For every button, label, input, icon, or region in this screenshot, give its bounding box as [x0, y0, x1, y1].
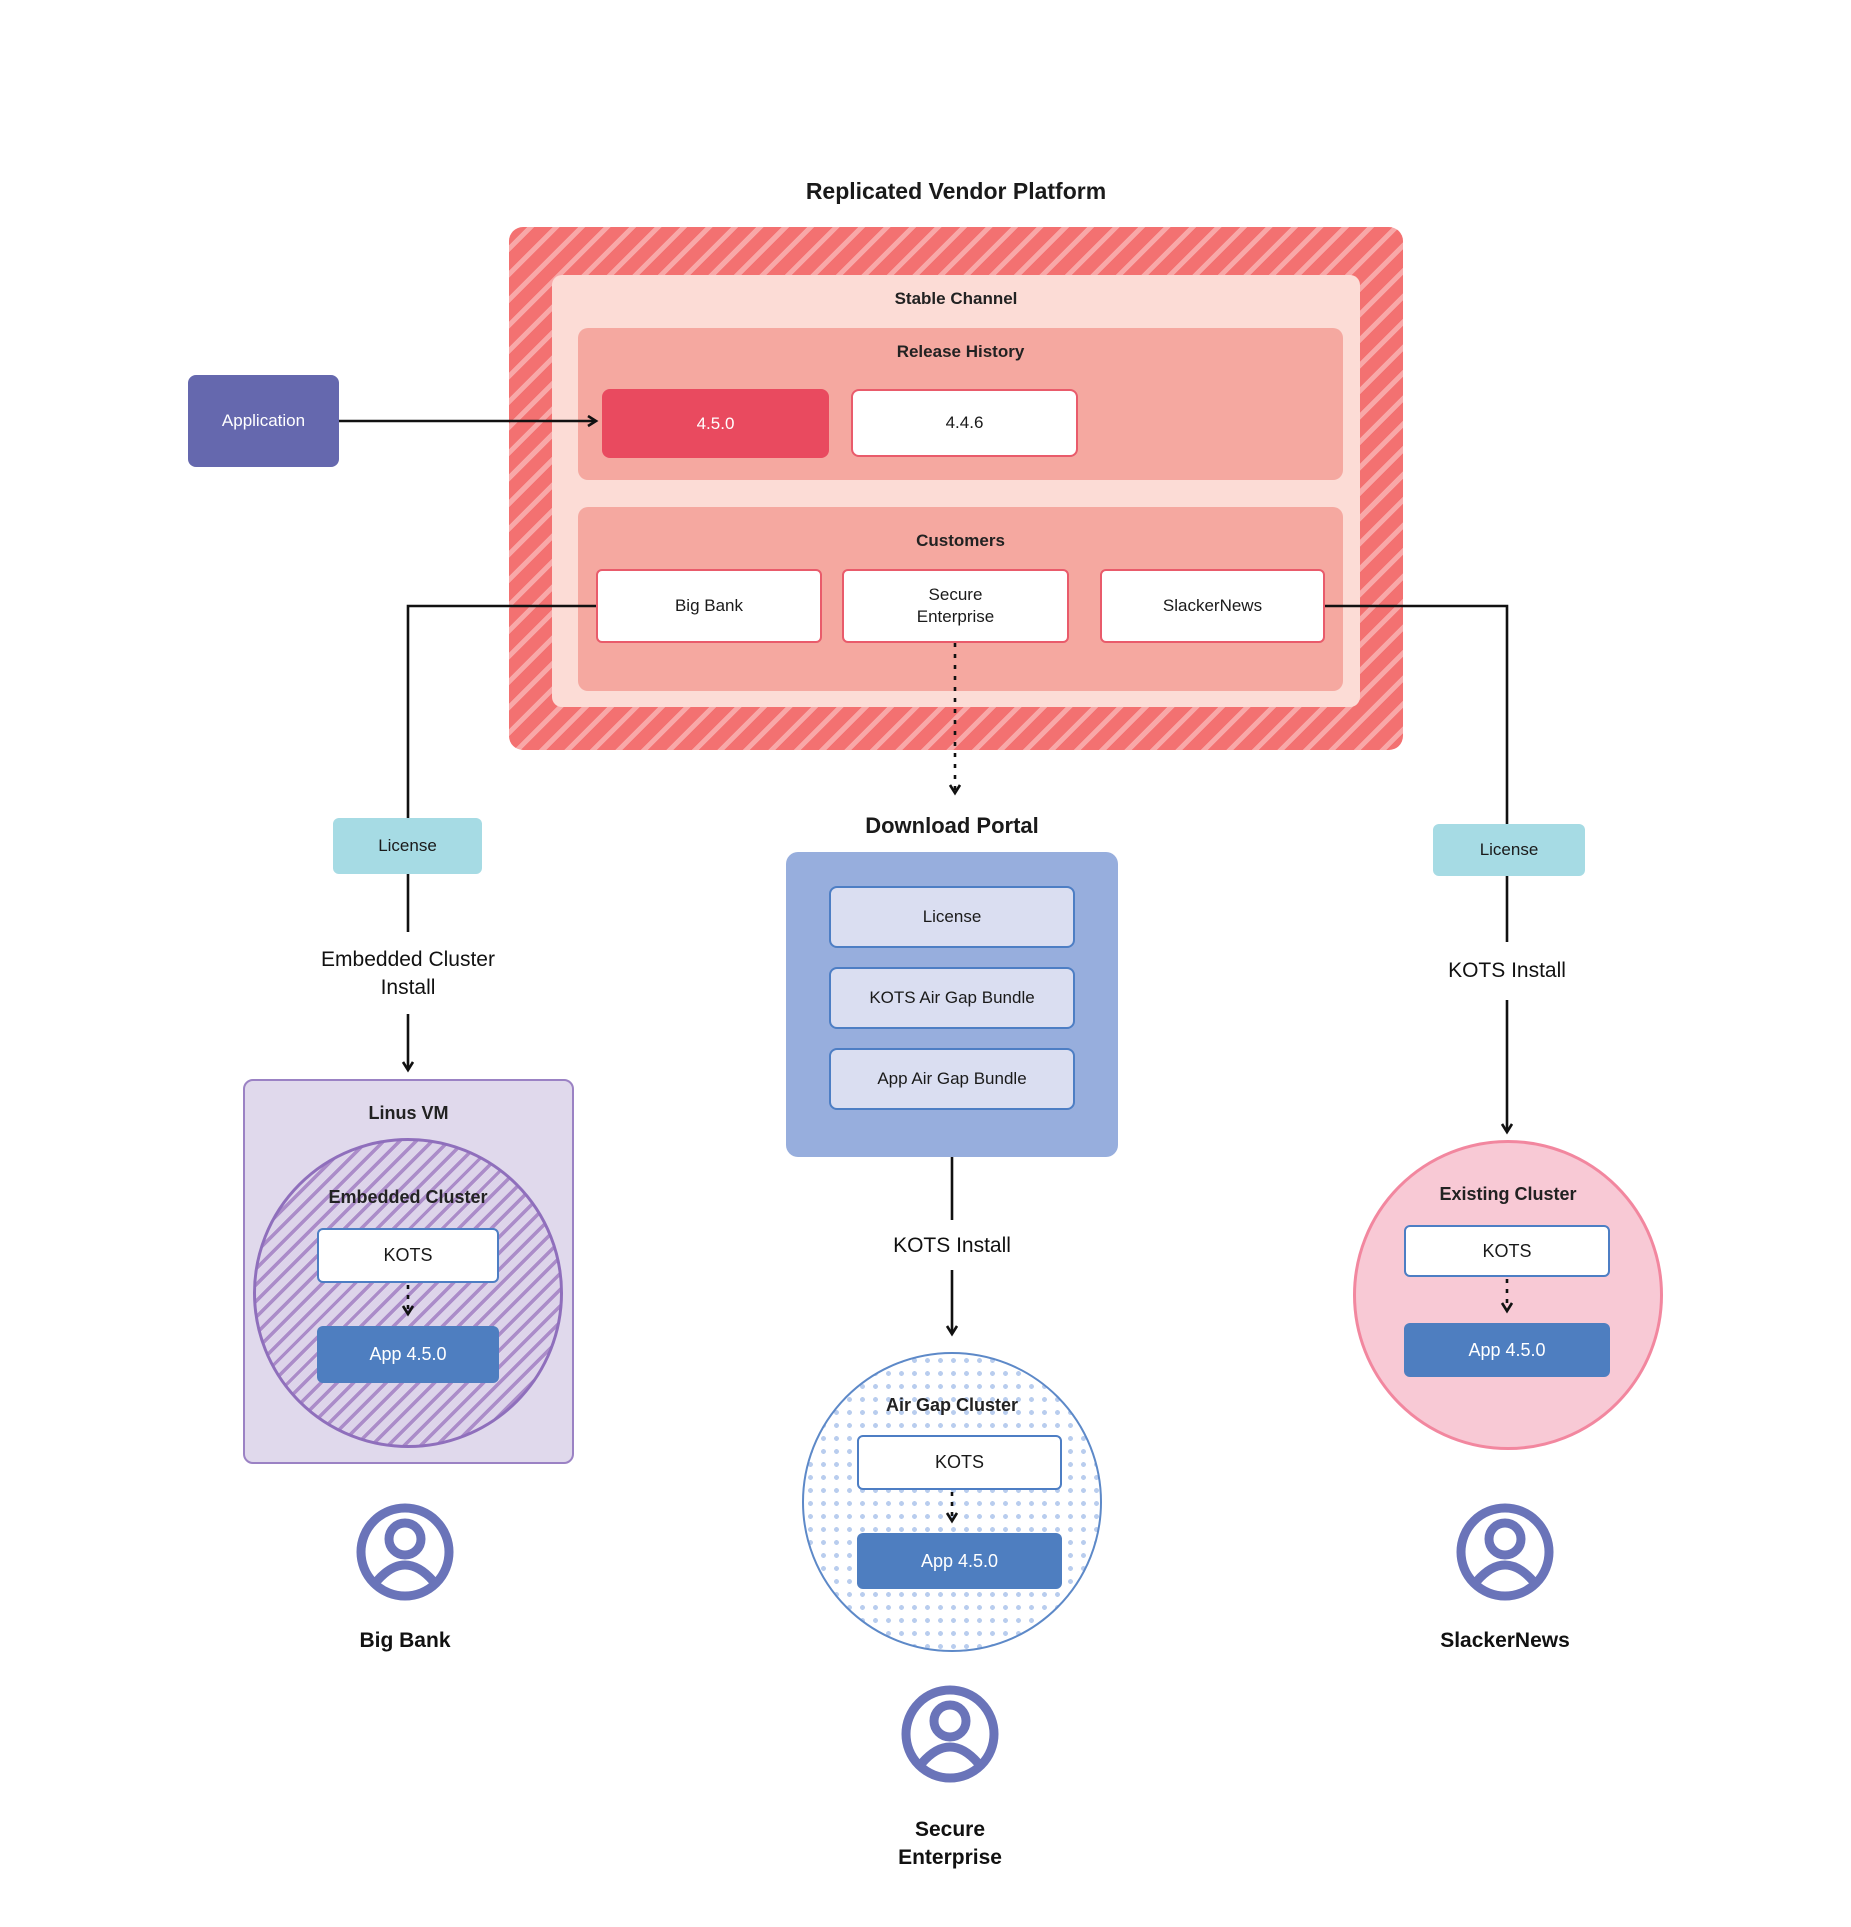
secure-enterprise-person-label: Secure Enterprise	[898, 1818, 1002, 1869]
existing-cluster-label: Existing Cluster	[1439, 1183, 1577, 1204]
big-bank-person-label: Big Bank	[359, 1629, 451, 1652]
portal-license-item: License	[829, 886, 1075, 948]
customer-secure-enterprise: Secure Enterprise	[842, 569, 1069, 643]
kots-install-right-label: KOTS Install	[1448, 959, 1566, 982]
right-kots-box: KOTS	[1404, 1225, 1610, 1277]
air-gap-cluster-label: Air Gap Cluster	[885, 1394, 1019, 1415]
linus-vm-label: Linus VM	[368, 1102, 449, 1123]
customers-label: Customers	[916, 531, 1005, 550]
left-app-box: App 4.5.0	[317, 1326, 499, 1383]
release-version-previous: 4.4.6	[851, 389, 1078, 457]
customer-big-bank: Big Bank	[596, 569, 822, 643]
big-bank-user-icon	[355, 1502, 455, 1602]
air-gap-cluster-circle	[802, 1352, 1102, 1652]
right-license-box: License	[1433, 824, 1585, 876]
secure-enterprise-user-icon	[900, 1684, 1000, 1784]
middle-kots-box: KOTS	[857, 1435, 1062, 1490]
download-portal-label: Download Portal	[865, 813, 1039, 838]
release-history-label: Release History	[896, 342, 1025, 361]
release-version-current: 4.5.0	[602, 389, 829, 458]
stable-channel-label: Stable Channel	[894, 289, 1018, 308]
customer-slackernews: SlackerNews	[1100, 569, 1325, 643]
portal-app-bundle-item: App Air Gap Bundle	[829, 1048, 1075, 1110]
middle-app-box: App 4.5.0	[857, 1533, 1062, 1589]
left-kots-box: KOTS	[317, 1228, 499, 1283]
slackernews-person-label: SlackerNews	[1440, 1629, 1570, 1652]
left-license-box: License	[333, 818, 482, 874]
application-box: Application	[188, 375, 339, 467]
portal-kots-bundle-item: KOTS Air Gap Bundle	[829, 967, 1075, 1029]
slackernews-user-icon	[1455, 1502, 1555, 1602]
embedded-cluster-label: Embedded Cluster	[328, 1186, 488, 1207]
embedded-cluster-install-label: Embedded Cluster Install	[321, 948, 495, 999]
right-app-box: App 4.5.0	[1404, 1323, 1610, 1377]
diagram-title: Replicated Vendor Platform	[805, 177, 1107, 204]
embedded-cluster-circle	[253, 1138, 563, 1448]
kots-install-middle-label: KOTS Install	[893, 1234, 1011, 1257]
